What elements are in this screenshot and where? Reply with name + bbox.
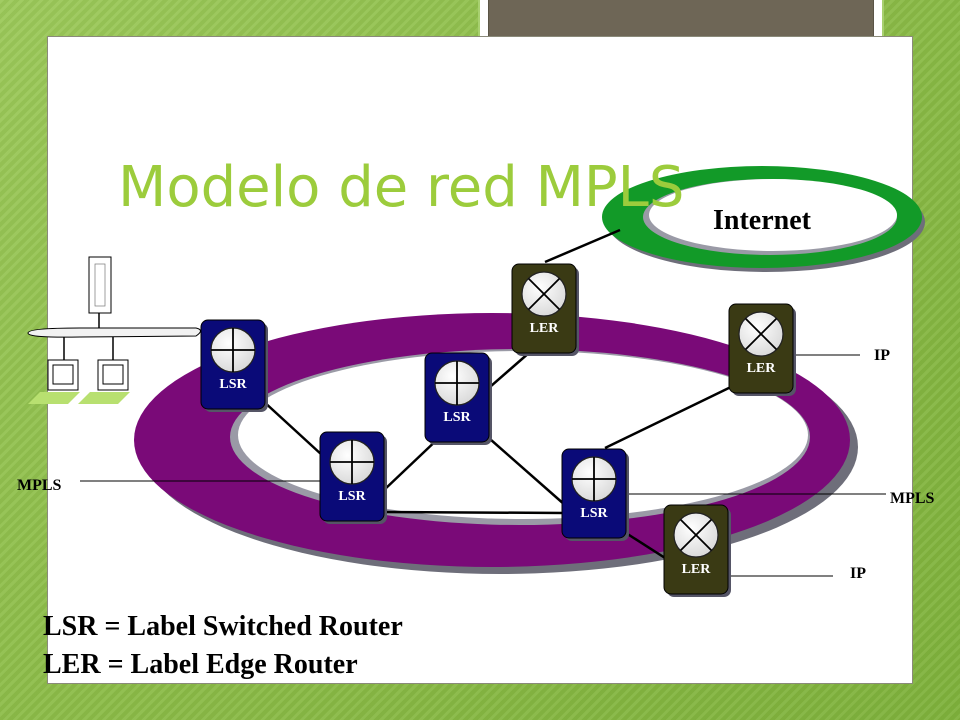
legend-ler-definition: LER = Label Edge Router (43, 649, 358, 680)
internet-label: Internet (713, 205, 812, 236)
mpls-label-left: MPLS (17, 477, 62, 494)
routers: LSR LSR LSR LSR LER LER LER (200, 263, 796, 597)
link-lsr2-lsr4 (481, 431, 566, 506)
workstation-keyboard (78, 392, 130, 404)
router-label: LSR (580, 506, 608, 521)
router-label: LSR (219, 377, 247, 392)
ip-label-bottom: IP (850, 565, 866, 582)
router-lsr-2: LSR (424, 352, 492, 445)
router-label: LER (530, 321, 560, 336)
router-ler-1: LER (511, 263, 579, 356)
server-tower (88, 256, 112, 314)
workstation-keyboard (28, 392, 80, 404)
router-label: LSR (338, 489, 366, 504)
link-lsr1-lsr3 (261, 399, 323, 456)
router-label: LER (747, 361, 777, 376)
ip-label-top: IP (874, 347, 890, 364)
legend-lsr-definition: LSR = Label Switched Router (43, 611, 403, 642)
link-lsr4-ler2 (604, 383, 736, 450)
router-lsr-4: LSR (561, 448, 629, 541)
slide-title: Modelo de red MPLS (118, 155, 685, 220)
router-ler-3: LER (663, 504, 731, 597)
router-label: LER (682, 562, 712, 577)
lan-hosts (27, 256, 201, 404)
router-lsr-3: LSR (319, 431, 387, 524)
link-ler1-internet (544, 228, 621, 264)
link-lsr3-lsr4 (383, 510, 566, 515)
mpls-label-right: MPLS (890, 490, 935, 507)
router-ler-2: LER (728, 303, 796, 396)
internet-cloud (602, 166, 925, 272)
router-lsr-1: LSR (200, 319, 268, 412)
router-label: LSR (443, 410, 471, 425)
lan-segment (27, 327, 201, 338)
callout-lines (80, 354, 886, 577)
